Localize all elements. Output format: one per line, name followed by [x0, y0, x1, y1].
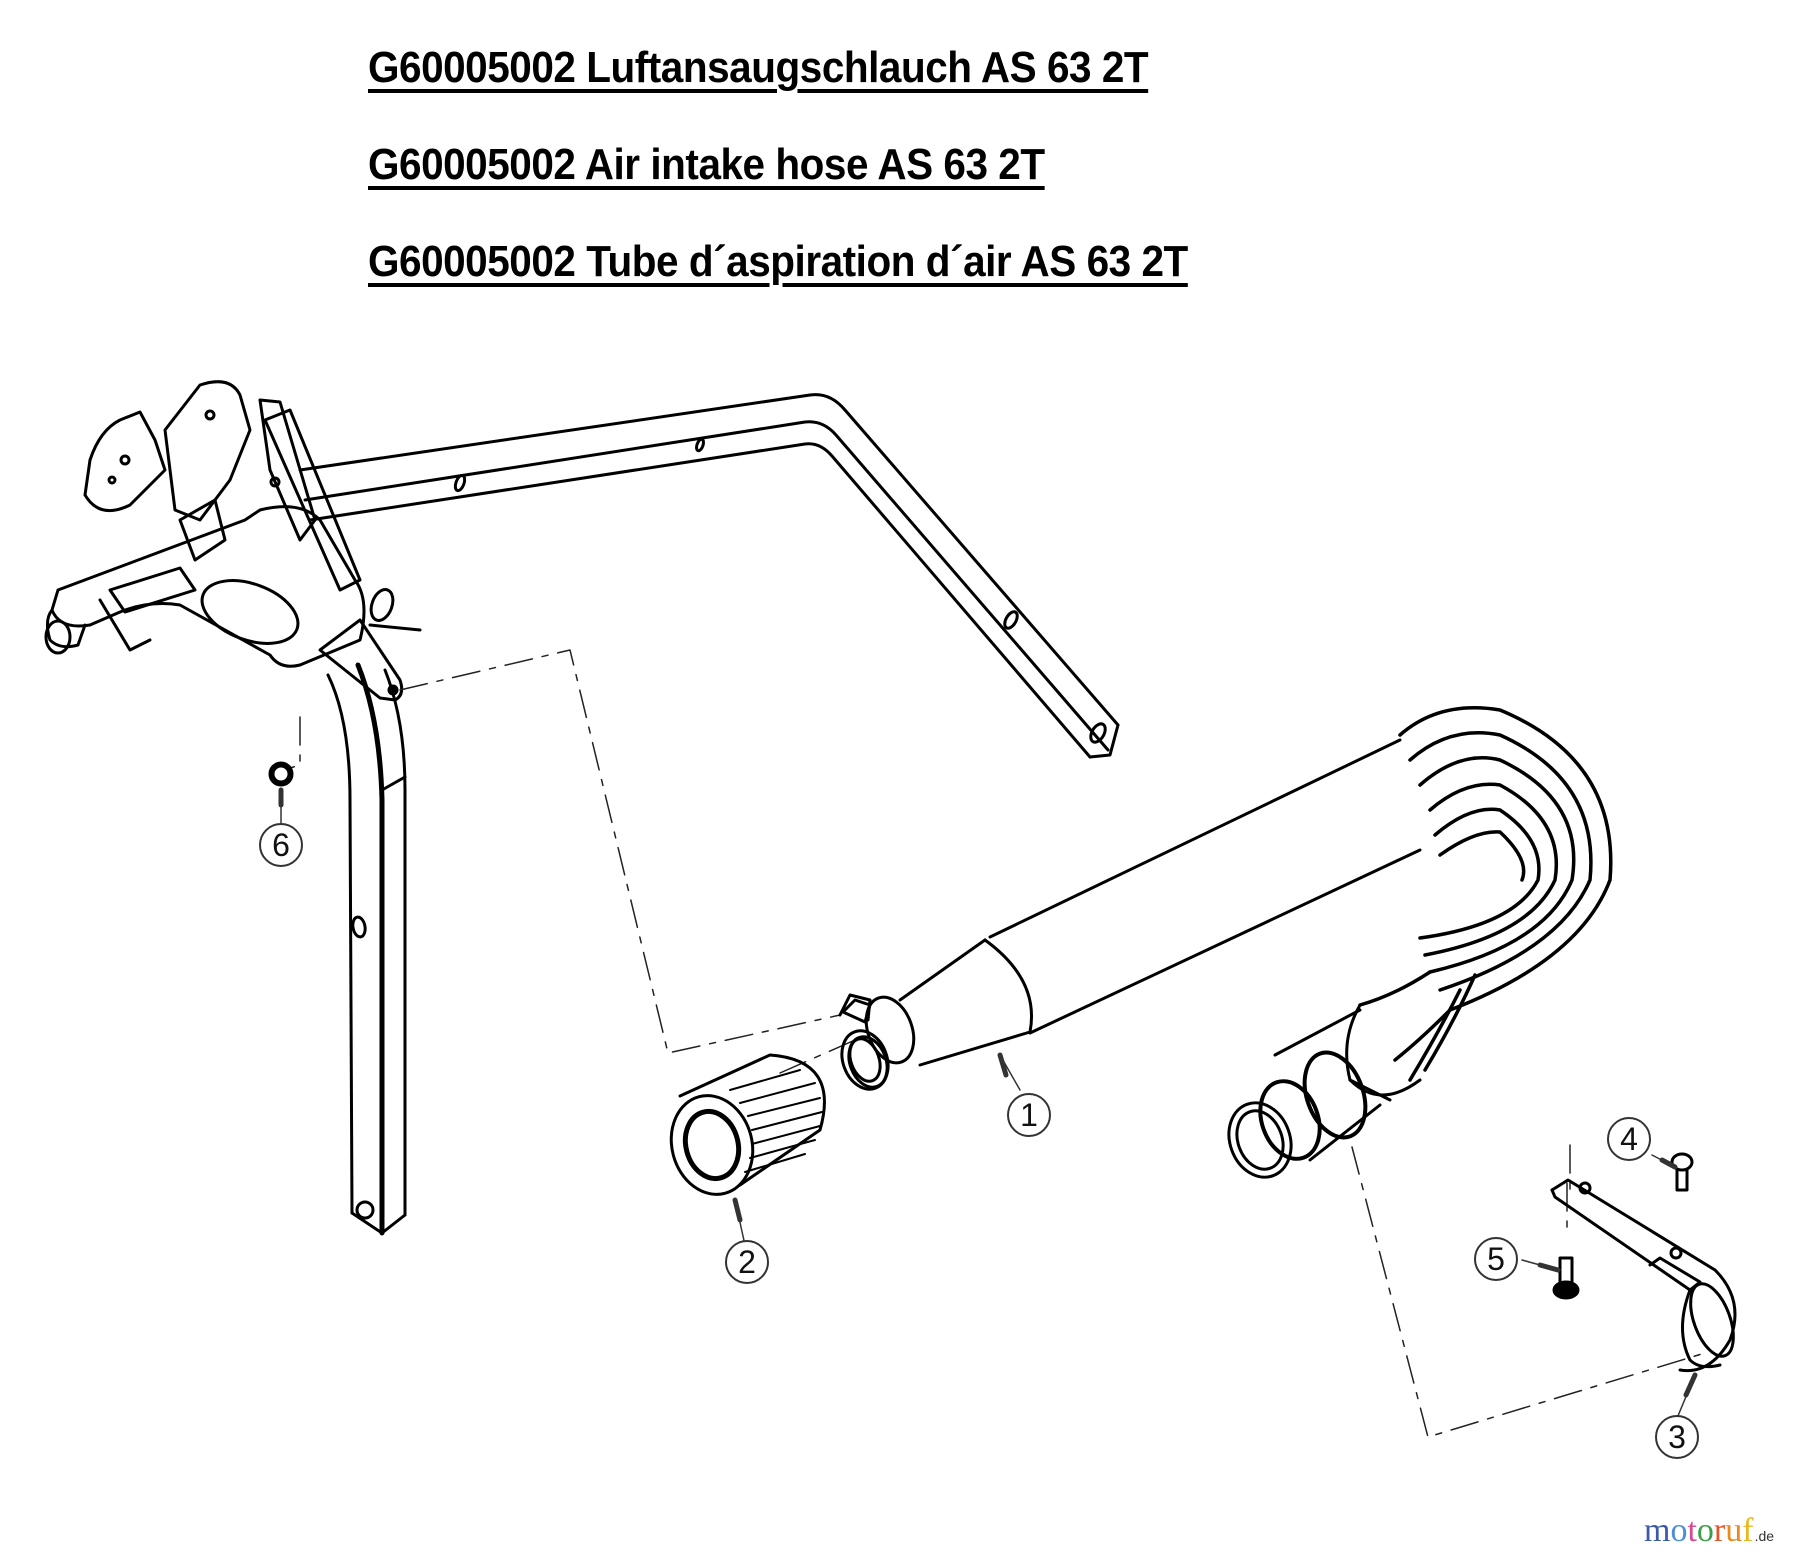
hose-bracket — [1550, 1178, 1737, 1373]
logo-letter: r — [1713, 1512, 1726, 1549]
logo-letter: u — [1725, 1512, 1743, 1549]
frame-tube — [326, 662, 407, 1236]
assembly-leader-lines — [289, 649, 1706, 1438]
logo-tld: .de — [1754, 1528, 1775, 1544]
logo-letter: f — [1742, 1512, 1754, 1549]
callout-2: 2 — [725, 1240, 769, 1284]
logo-letter: t — [1687, 1512, 1697, 1549]
nut-6 — [268, 761, 294, 787]
title-french: G60005002 Tube d´aspiration d´air AS 63 … — [368, 237, 1188, 286]
logo-letter: o — [1696, 1512, 1714, 1549]
callout-4: 4 — [1607, 1117, 1651, 1161]
mounting-bracket — [44, 380, 422, 702]
title-german: G60005002 Luftansaugschlauch AS 63 2T — [368, 43, 1149, 92]
callout-6: 6 — [259, 823, 303, 867]
bolt-5 — [1552, 1256, 1580, 1300]
callout-1: 1 — [1007, 1093, 1051, 1137]
handle-bar — [298, 393, 1120, 759]
air-intake-hose — [838, 706, 1613, 1179]
callout-leaders — [278, 787, 1698, 1424]
hose-clamp — [841, 998, 889, 1089]
bolt-4 — [1670, 1152, 1694, 1192]
callout-5: 5 — [1474, 1237, 1518, 1281]
motoruf-logo: motoruf.de — [1644, 1512, 1774, 1550]
air-filter — [669, 1053, 826, 1196]
logo-letter: o — [1670, 1512, 1688, 1549]
logo-letter: m — [1644, 1512, 1671, 1549]
title-english: G60005002 Air intake hose AS 63 2T — [368, 140, 1045, 189]
callout-3: 3 — [1655, 1415, 1699, 1459]
